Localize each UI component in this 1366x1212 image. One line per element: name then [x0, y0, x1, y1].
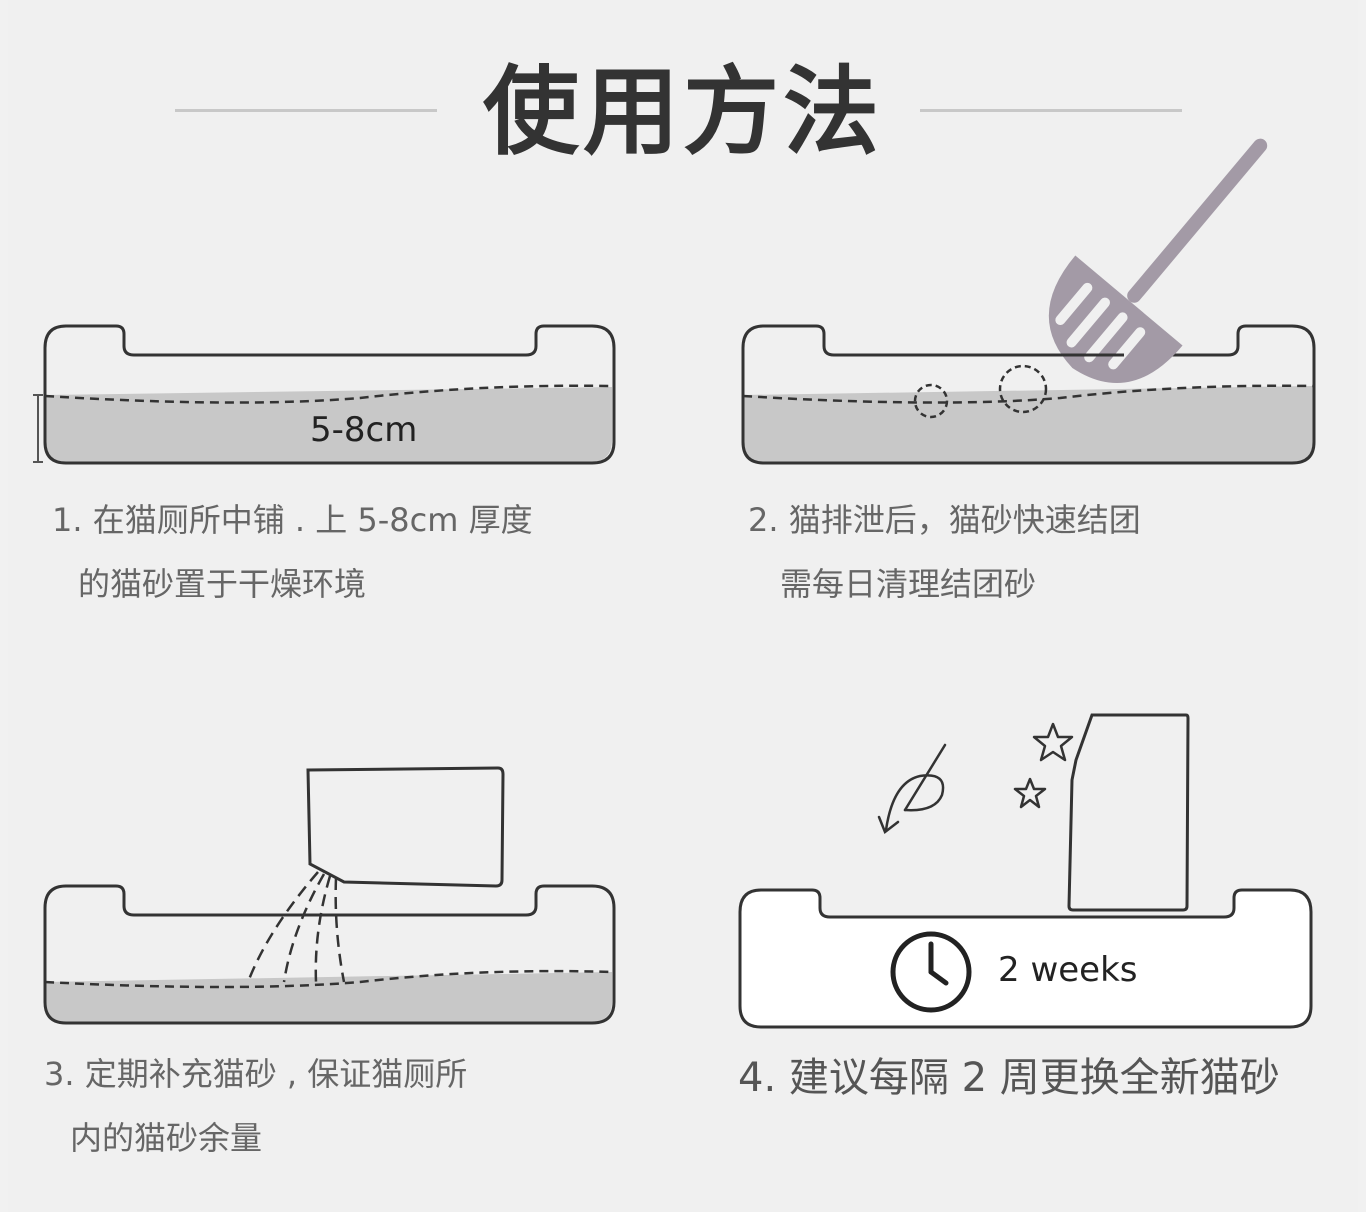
step-3-line-1: 3. 定期补充猫砂 , 保证猫厕所 [44, 1055, 468, 1093]
depth-label: 5-8cm [310, 410, 418, 450]
new-bag-icon [1067, 713, 1190, 912]
clump-small [913, 383, 949, 419]
step-1-line-2: 的猫砂置于干燥环境 [78, 565, 367, 603]
star-icon-small [1013, 777, 1047, 809]
title-divider-left [175, 109, 437, 112]
litter-tray-3 [43, 766, 616, 1025]
step-2-line-1: 2. 猫排泄后，猫砂快速结团 [748, 501, 1141, 539]
title-divider-right [920, 109, 1182, 112]
step-4-line-1: 4. 建议每隔 2 周更换全新猫砂 [738, 1055, 1280, 1101]
clock-icon [890, 931, 972, 1013]
step-2-line-2: 需每日清理结团砂 [780, 565, 1037, 603]
pour-streams [246, 871, 346, 983]
litter-tray-4 [738, 713, 1313, 1029]
litter-bag-icon [306, 766, 505, 888]
step-2-text: 2. 猫排泄后，猫砂快速结团 需每日清理结团砂 [748, 488, 1141, 616]
step-1-line-1: 1. 在猫厕所中铺 . 上 5-8cm 厚度 [52, 501, 533, 539]
star-icon [1032, 722, 1074, 762]
litter-tray-1 [33, 324, 616, 465]
duration-label: 2 weeks [998, 950, 1138, 990]
scoop-icon [1048, 138, 1268, 383]
depth-marker [33, 394, 43, 463]
clump-large [998, 364, 1048, 414]
page-title: 使用方法 [483, 56, 883, 168]
arrow-icon [877, 743, 947, 834]
sand-level-line-1 [44, 384, 613, 404]
step-3-line-2: 内的猫砂余量 [70, 1119, 263, 1157]
step-3-text: 3. 定期补充猫砂 , 保证猫厕所 内的猫砂余量 [44, 1042, 467, 1170]
litter-tray-2 [741, 138, 1316, 465]
step-1-text: 1. 在猫厕所中铺 . 上 5-8cm 厚度 的猫砂置于干燥环境 [52, 488, 533, 616]
step-4-text: 4. 建议每隔 2 周更换全新猫砂 [738, 1046, 1280, 1110]
